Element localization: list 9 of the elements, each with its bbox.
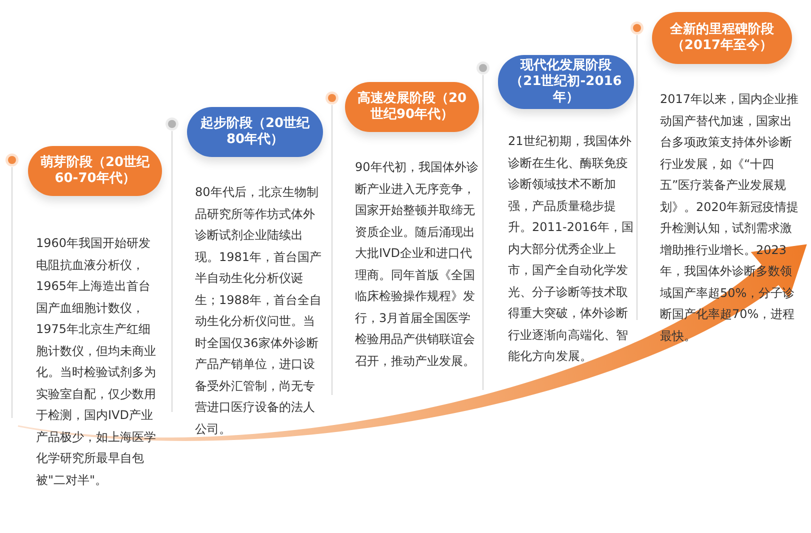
stage-header: 高速发展阶段（20世纪90年代） (345, 82, 479, 132)
stage-description: 80年代后，北京生物制品研究所等作坊式体外诊断试剂企业陆续出现。1981年，首台国产半自动生化分析仪诞生；1988年，首台全自动生化分析仪问世。当时全国仅36家体外诊断产品产销单位，进口设备受外汇管制，尚无专营进口医疗设备的法人公司。 (195, 184, 323, 438)
stage-header: 现代化发展阶段（21世纪初-2016年） (498, 55, 634, 109)
stage-description: 1960年我国开始研发电阻抗血液分析仪，1965年上海造出首台国产血细胞计数仪，1975年北京生产红细胞计数仪，但均未商业化。当时检验试剂多为实验室自配，仅少数用于检测，国内IVD产业产品极少，如上海医学化学研究所最早自包被"二对半"。 (36, 235, 157, 488)
stage-header: 萌芽阶段（20世纪60-70年代） (28, 146, 162, 196)
stage-description: 90年代初，我国体外诊断产业进入无序竞争，国家开始整顿并取缔无资质企业。随后涌现出大批IVD企业和进口代理商。同年首版《全国临床检验操作规程》发行，3月首届全国医学检验用品产供销联谊会召开，推动产业发展。 (355, 159, 480, 370)
stage-description: 21世纪初期，我国体外诊断在生化、酶联免疫诊断领域技术不断加强，产品质量稳步提升。2011-2016年，国内大部分优秀企业上市，国产全自动化学发光、分子诊断等技术取得重大突破，体外诊断行业逐渐向高端化、智能化方向发展。 (508, 133, 634, 365)
stage-header: 全新的里程碑阶段（2017年至今） (652, 12, 792, 64)
stage-header: 起步阶段（20世纪80年代） (187, 107, 323, 157)
